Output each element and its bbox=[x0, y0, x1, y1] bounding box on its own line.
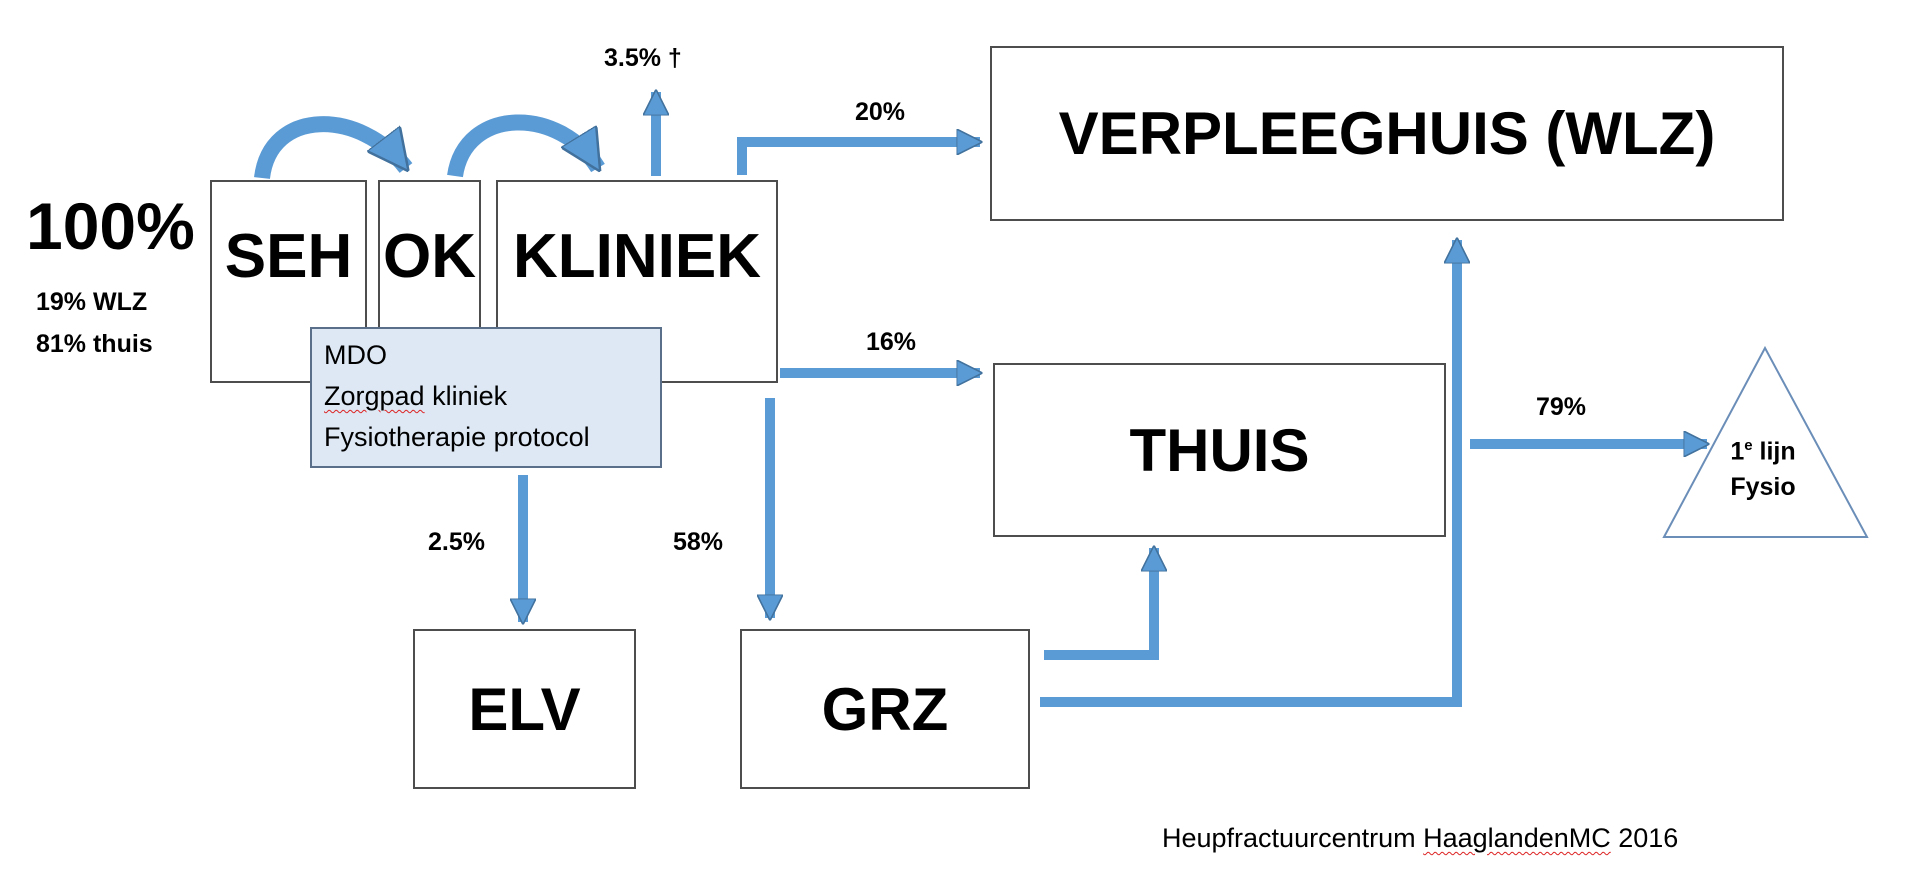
arrow-kliniek-to-verpleeghuis bbox=[737, 142, 980, 175]
box-seh-label: SEH bbox=[224, 222, 353, 291]
arrow-grz-to-verpleeghuis bbox=[1040, 240, 1457, 707]
label-to-fysio: 79% bbox=[1536, 393, 1587, 421]
credit-org: HaaglandenMC bbox=[1423, 823, 1611, 853]
mdo-line-1: MDO bbox=[324, 340, 387, 370]
credit-line: Heupfractuurcentrum HaaglandenMC 2016 bbox=[1162, 823, 1678, 854]
mdo-line-2: Zorgpad kliniek bbox=[324, 376, 648, 417]
box-ok-label: OK bbox=[383, 222, 476, 291]
box-thuis: THUIS bbox=[993, 363, 1446, 537]
total-percentage: 100% bbox=[26, 189, 195, 263]
box-elv: ELV bbox=[413, 629, 636, 789]
label-to-verpleeghuis: 20% bbox=[855, 98, 906, 126]
total-wlz-share: 19% WLZ bbox=[36, 288, 148, 316]
mdo-line-2-word: Zorgpad bbox=[324, 381, 425, 411]
box-kliniek-label: KLINIEK bbox=[513, 222, 761, 291]
label-death: 3.5% † bbox=[604, 44, 682, 72]
credit-prefix: Heupfractuurcentrum bbox=[1162, 823, 1424, 853]
fysio-triangle bbox=[1662, 345, 1869, 538]
arrow-seh-to-ok bbox=[254, 116, 413, 180]
box-grz-label: GRZ bbox=[821, 675, 949, 743]
label-to-thuis: 16% bbox=[866, 328, 917, 356]
label-to-elv: 2.5% bbox=[428, 528, 485, 556]
fysio-label: 1e lijn Fysio bbox=[1708, 428, 1818, 505]
fysio-line-2: Fysio bbox=[1730, 473, 1796, 502]
fysio-ordinal-suffix: e bbox=[1744, 437, 1753, 454]
box-thuis-label: THUIS bbox=[1129, 416, 1310, 484]
fysio-line-1: 1e lijn bbox=[1708, 428, 1818, 469]
mdo-note: MDO Zorgpad kliniek Fysiotherapie protoc… bbox=[310, 327, 662, 468]
fysio-line-1-rest: lijn bbox=[1752, 437, 1796, 466]
credit-year: 2016 bbox=[1610, 823, 1679, 853]
box-grz: GRZ bbox=[740, 629, 1030, 789]
fysio-ordinal: 1 bbox=[1730, 437, 1745, 466]
arrow-grz-to-thuis bbox=[1044, 548, 1154, 660]
label-to-grz: 58% bbox=[673, 528, 724, 556]
mdo-line-3: Fysiotherapie protocol bbox=[324, 422, 590, 452]
arrow-ok-to-kliniek bbox=[447, 114, 605, 178]
total-home-share: 81% thuis bbox=[36, 330, 153, 358]
box-elv-label: ELV bbox=[468, 675, 581, 743]
box-verpleeghuis: VERPLEEGHUIS (WLZ) bbox=[990, 46, 1784, 221]
box-verpleeghuis-label: VERPLEEGHUIS (WLZ) bbox=[1058, 100, 1716, 167]
mdo-line-2-rest: kliniek bbox=[424, 381, 508, 411]
